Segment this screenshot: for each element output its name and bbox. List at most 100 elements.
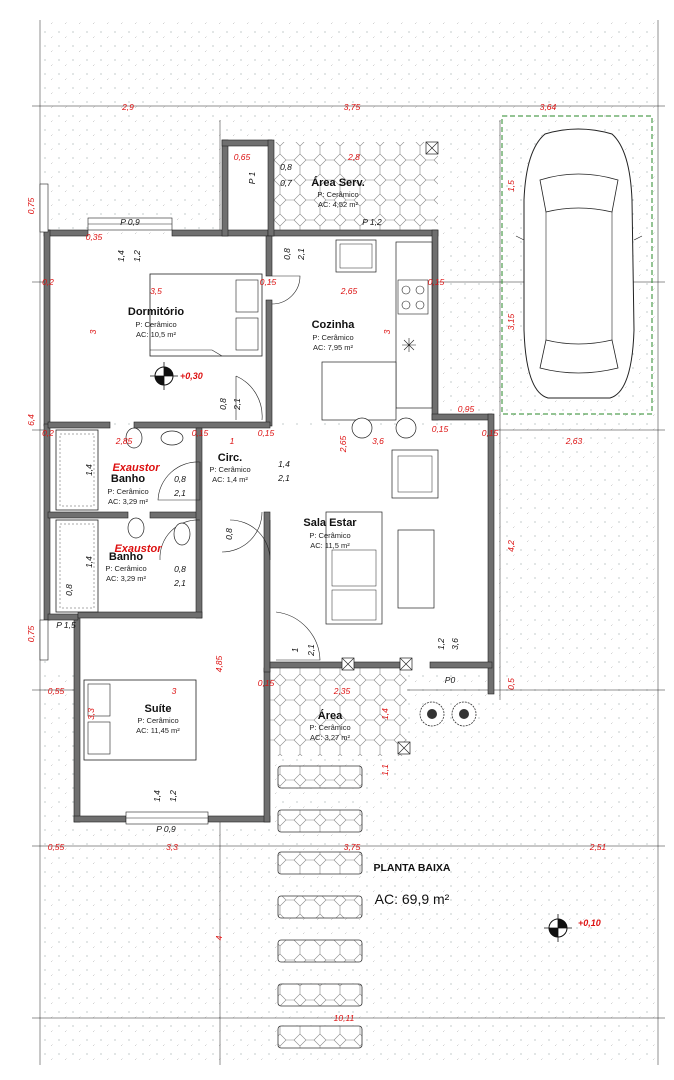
dim-label: 0,8 <box>282 248 292 260</box>
dim-label: 2,65 <box>340 286 358 296</box>
room-name: Área Serv. <box>311 176 365 189</box>
dim-label: 6,4 <box>26 414 36 426</box>
dim-label: 0,95 <box>458 404 475 414</box>
dim-label: 0,8 <box>174 564 186 574</box>
dim-label: 1 <box>230 436 235 446</box>
dim-label: 2,1 <box>173 578 186 588</box>
dim-label: 2,1 <box>232 398 242 411</box>
windows <box>39 183 209 825</box>
room-area: Área P: Cerâmico AC: 3,27 m² <box>309 709 350 742</box>
kitchen-fixtures <box>321 239 433 439</box>
dim-label: 0,5 <box>506 678 516 690</box>
dim-label: 3,15 <box>506 313 516 330</box>
room-area: AC: 3,29 m² <box>108 497 149 506</box>
dim-label: 1,4 <box>84 464 94 476</box>
dim-label: 4 <box>214 935 224 940</box>
room-floor: P: Cerâmico <box>312 333 353 342</box>
dim-label: 0,8 <box>174 474 186 484</box>
dim-label: 1,1 <box>380 764 390 776</box>
dim-label: 0,8 <box>280 162 292 172</box>
dims-inner: 2,8 3,5 2,65 3 3 2,85 1 3,6 4,85 4 0,35 … <box>42 152 498 940</box>
dim-label: 0,65 <box>234 152 251 162</box>
dim-label: 1,2 <box>168 790 178 802</box>
dim-label: 2,9 <box>121 102 134 112</box>
dim-label: 3 <box>172 686 177 696</box>
room-name: Banho <box>109 551 144 563</box>
room-area: AC: 11,45 m² <box>136 726 180 735</box>
dim-label: 3,64 <box>540 102 557 112</box>
door-label-p15: P 1,5 <box>56 620 76 630</box>
dim-label: 2,35 <box>333 686 351 696</box>
level-marker-house <box>150 362 178 390</box>
room-floor: P: Cerâmico <box>309 531 350 540</box>
dim-label: 1,4 <box>278 459 290 469</box>
dim-label: 4,85 <box>214 655 224 672</box>
dim-label: 0,55 <box>48 842 65 852</box>
dim-label: 1,2 <box>132 250 142 262</box>
dims-mid: 0,55 3 0,15 2,35 <box>48 678 351 696</box>
dim-label: 0,15 <box>258 678 275 688</box>
room-name: Suíte <box>145 703 172 715</box>
door-swings <box>157 275 321 661</box>
dim-label: 3,6 <box>450 638 460 650</box>
dim-label: 0,8 <box>224 528 234 540</box>
dim-label: 3 <box>382 329 392 334</box>
room-area: AC: 11,5 m² <box>310 541 350 550</box>
plan-title: PLANTA BAIXA <box>374 862 451 874</box>
dim-label: 0,15 <box>192 428 209 438</box>
room-name: Banho <box>111 473 146 485</box>
room-area: AC: 10,5 m² <box>136 330 177 339</box>
room-floor: P: Cerâmico <box>105 564 146 573</box>
dim-label: 2,8 <box>347 152 360 162</box>
bathroom-fixtures <box>55 427 191 613</box>
room-area: AC: 1,4 m² <box>212 475 248 484</box>
parking-car <box>501 115 653 415</box>
shrubs <box>419 701 477 727</box>
dim-label: 1,4 <box>84 556 94 568</box>
living-furniture <box>325 449 439 625</box>
door-label-p1: P 1 <box>247 172 257 185</box>
walls <box>43 139 495 823</box>
room-banho-1: Banho P: Cerâmico AC: 3,29 m² <box>107 473 148 506</box>
dim-label: 2,1 <box>277 473 290 483</box>
dim-label: 0,2 <box>42 277 54 287</box>
room-area-serv: Área Serv. P: Cerâmico AC: 4,52 m² <box>311 176 365 209</box>
porch-paving <box>267 668 407 756</box>
dim-label: 2,1 <box>296 248 306 261</box>
dim-label: 1,2 <box>436 638 446 650</box>
dim-label: 2,51 <box>589 842 607 852</box>
room-name: Área <box>318 709 343 722</box>
room-name: Circ. <box>218 452 242 464</box>
door-label-p09-bottom: P 0,9 <box>156 824 176 834</box>
bed-suite <box>83 679 197 761</box>
dim-label: 3,75 <box>344 102 361 112</box>
dim-label: 0,35 <box>86 232 103 242</box>
dim-total: 10,11 <box>334 1013 355 1023</box>
bed-dormitorio <box>149 273 263 357</box>
door-label-p09-top: P 0,9 <box>120 217 140 227</box>
dims-right: 1,5 3,15 0,95 2,63 4,2 0,5 <box>458 180 583 690</box>
dim-label: 0,75 <box>26 625 36 642</box>
dim-label: 4,2 <box>506 540 516 552</box>
dim-label: 0,8 <box>64 584 74 596</box>
total-area: AC: 69,9 m² <box>375 891 450 907</box>
room-dormitorio: Dormitório P: Cerâmico AC: 10,5 m² <box>128 306 185 339</box>
room-area: AC: 7,95 m² <box>313 343 354 352</box>
room-suite: Suíte P: Cerâmico AC: 11,45 m² <box>136 703 180 735</box>
dim-label: 1,4 <box>380 708 390 720</box>
dim-label: 2,65 <box>338 435 348 453</box>
level-marker-yard <box>544 914 572 942</box>
dim-label: 2,63 <box>565 436 583 446</box>
service-area-paving <box>245 142 438 232</box>
exaustor-label-1: Exaustor <box>112 462 160 474</box>
dims-left: 0,75 6,4 0,75 <box>26 197 36 642</box>
dim-label: 3,5 <box>150 286 162 296</box>
dims-bottom: 0,55 3,3 3,75 2,51 10,11 <box>48 842 607 1023</box>
room-floor: P: Cerâmico <box>317 190 358 199</box>
dim-label: 2,1 <box>306 644 316 657</box>
dim-label: 0,8 <box>218 398 228 410</box>
dim-label: 3,3 <box>86 708 96 720</box>
room-area: AC: 3,29 m² <box>106 574 147 583</box>
room-name: Sala Estar <box>303 517 357 529</box>
